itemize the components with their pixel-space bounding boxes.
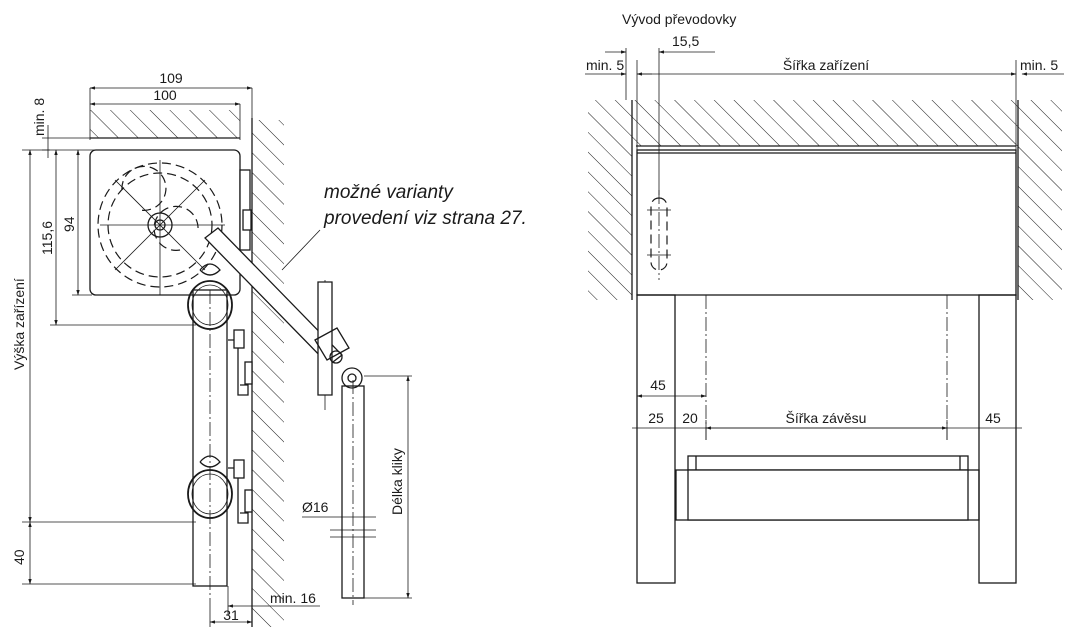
wall-bracket-upper [228,329,253,396]
front-view: Vývod převodovky 15,5 min. 5 Šířka zaříz… [585,11,1064,584]
dim-16-dia: Ø16 [302,499,329,515]
device-body [636,149,1017,296]
dim-100: 100 [153,87,177,103]
note-line-1: možné varianty [324,182,454,203]
wall-hatch-right [1018,100,1062,300]
dim-15-5: 15,5 [672,33,699,49]
roller [675,455,980,521]
dim-31: 31 [223,607,239,623]
wall-hatch-left [588,100,632,300]
label-gear-outlet: Vývod převodovky [622,11,736,27]
leg-left [636,294,676,584]
ceiling-hatch [90,110,240,138]
label-device-width: Šířka zařízení [783,57,869,73]
dim-109: 109 [159,70,183,86]
dim-40: 40 [11,549,27,565]
dim-45-right: 45 [985,410,1001,426]
wall-bracket-lower [228,459,253,524]
wall-hatch [252,120,284,627]
crank-arm [204,227,363,410]
dim-min5-right: min. 5 [1020,57,1058,73]
leg-right [978,294,1017,584]
dim-115-6: 115,6 [39,221,55,255]
dim-94: 94 [61,216,77,232]
dim-45-top: 45 [650,377,666,393]
side-view: 109 100 min. 8 Výška zařízení 115,6 94 4… [11,70,527,627]
dim-25: 25 [648,410,664,426]
note-line-2: provedení viz strana 27. [323,208,527,229]
dim-min5-left: min. 5 [586,57,624,73]
dim-min8: min. 8 [31,98,47,136]
ceiling-hatch-front [632,100,1018,146]
label-height: Výška zařízení [11,278,27,370]
label-crank-length: Délka kliky [389,448,405,515]
dim-min16: min. 16 [270,590,316,606]
label-hang-width: Šířka závěsu [786,410,867,426]
dim-20: 20 [682,410,698,426]
